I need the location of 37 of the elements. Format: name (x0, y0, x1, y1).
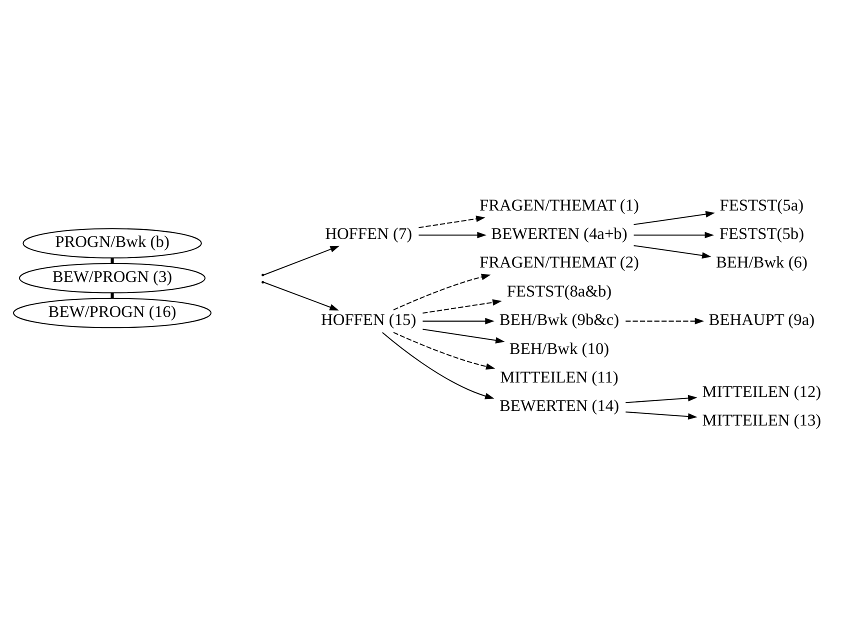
arrow (422, 317, 494, 324)
node-text: FRAGEN/THEMAT (1) (480, 194, 640, 214)
node-text: BEWERTEN (14) (499, 396, 620, 415)
node-text: FRAGEN/THEMAT (2) (480, 252, 640, 272)
arrow (626, 317, 704, 324)
connector (110, 258, 114, 263)
node-text: BEHAUPT (9a) (708, 310, 815, 329)
node-text: MITTEILEN (12) (702, 381, 822, 400)
arrow (382, 332, 494, 399)
arrow (626, 410, 698, 420)
arrow (418, 215, 486, 228)
arrow (634, 210, 715, 225)
node-text: MITTEILEN (11) (500, 366, 618, 386)
connector (110, 292, 114, 298)
node-text: FESTST(5b) (719, 223, 804, 242)
node-ellipse: BEW/PROGN (3) (18, 262, 206, 293)
arrow (634, 244, 712, 258)
node-text: FESTST(8a&b) (506, 280, 612, 300)
node-text: BEWERTEN (4a+b) (491, 223, 628, 242)
node-text: BEH/Bwk (10) (509, 338, 610, 358)
arrow (626, 394, 698, 403)
arrow (422, 298, 502, 314)
node-text: FESTST(5a) (720, 194, 804, 214)
arrow (422, 328, 505, 344)
arrow (393, 273, 491, 310)
node-text: HOFFEN (15) (321, 310, 416, 329)
node-text: MITTEILEN (13) (702, 410, 822, 430)
arrow (418, 231, 486, 238)
node-ellipse: BEW/PROGN (16) (13, 297, 212, 328)
arrow (393, 332, 496, 370)
node-text: HOFFEN (7) (325, 223, 412, 242)
arrow (634, 231, 714, 238)
node-text: BEH/Bwk (6) (716, 252, 808, 272)
arrow (263, 245, 340, 275)
node-text: BEH/Bwk (9b&c) (499, 310, 620, 329)
node-ellipse: PROGN/Bwk (b) (22, 228, 202, 258)
arrow (263, 281, 339, 310)
